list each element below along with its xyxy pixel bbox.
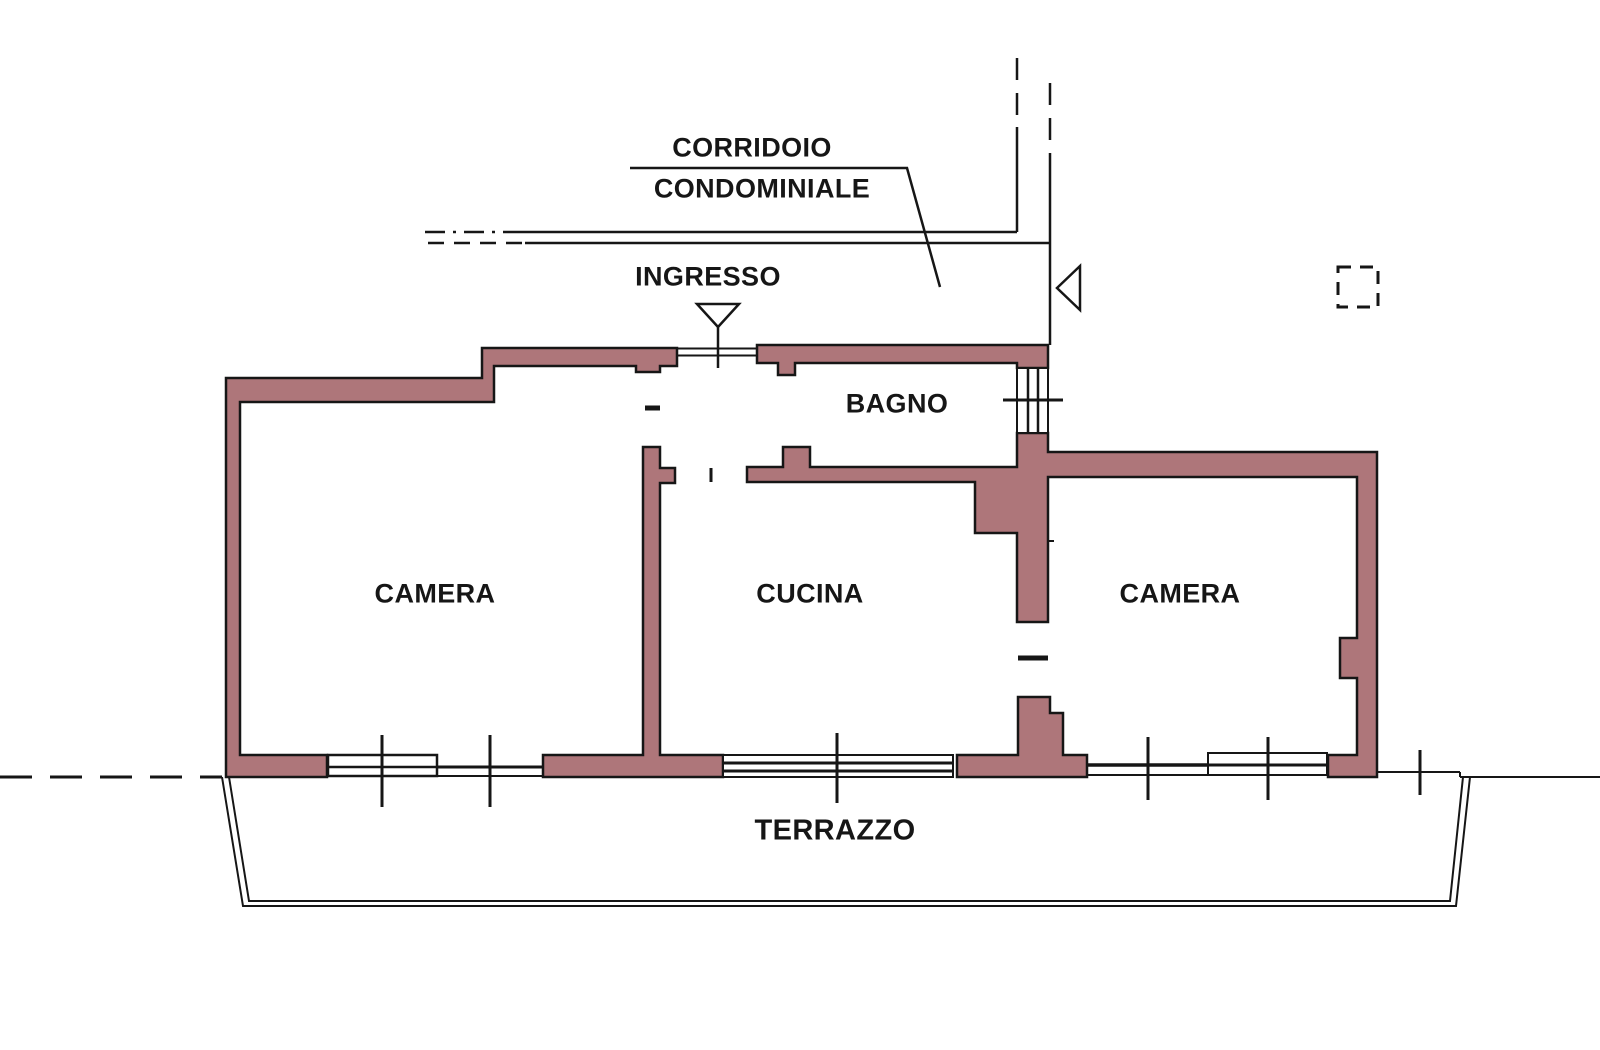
- wall-top-right-of-entrance: [755, 343, 1050, 377]
- label-entrance: INGRESSO: [635, 261, 781, 292]
- corridor-door-swing-icon: [1055, 263, 1082, 313]
- corridor-boundary-lines: [425, 58, 1052, 345]
- shaft-dashed-square-icon: [1336, 265, 1380, 309]
- label-terrace: TERRAZZO: [754, 814, 916, 847]
- interior-door-marks: [645, 405, 1054, 661]
- label-kitchen: CUCINA: [756, 578, 864, 609]
- terrace-outline: [0, 771, 1600, 907]
- corridor-label-leader-line: [630, 166, 942, 288]
- label-bedroom-left: CAMERA: [374, 578, 496, 609]
- wall-right-mass: [745, 431, 1379, 779]
- terrace-edge-outer: [221, 776, 1471, 907]
- wall-kitchen-divider: [541, 445, 725, 779]
- bathroom-door: [1003, 367, 1063, 434]
- label-bathroom: BAGNO: [845, 388, 949, 419]
- label-corridor-line1: CORRIDOIO: [672, 132, 832, 163]
- terrace-edge-inner: [228, 776, 1464, 902]
- label-bedroom-right: CAMERA: [1119, 578, 1241, 609]
- wall-left-bedroom: [224, 346, 679, 779]
- label-corridor-line2: CONDOMINIALE: [653, 173, 871, 204]
- wall-bottom-tee: [955, 695, 1089, 779]
- walls: [224, 343, 1379, 779]
- entrance-arrow-icon: [694, 302, 742, 329]
- windows-bottom: [326, 733, 1422, 807]
- entrance-door: [677, 302, 757, 368]
